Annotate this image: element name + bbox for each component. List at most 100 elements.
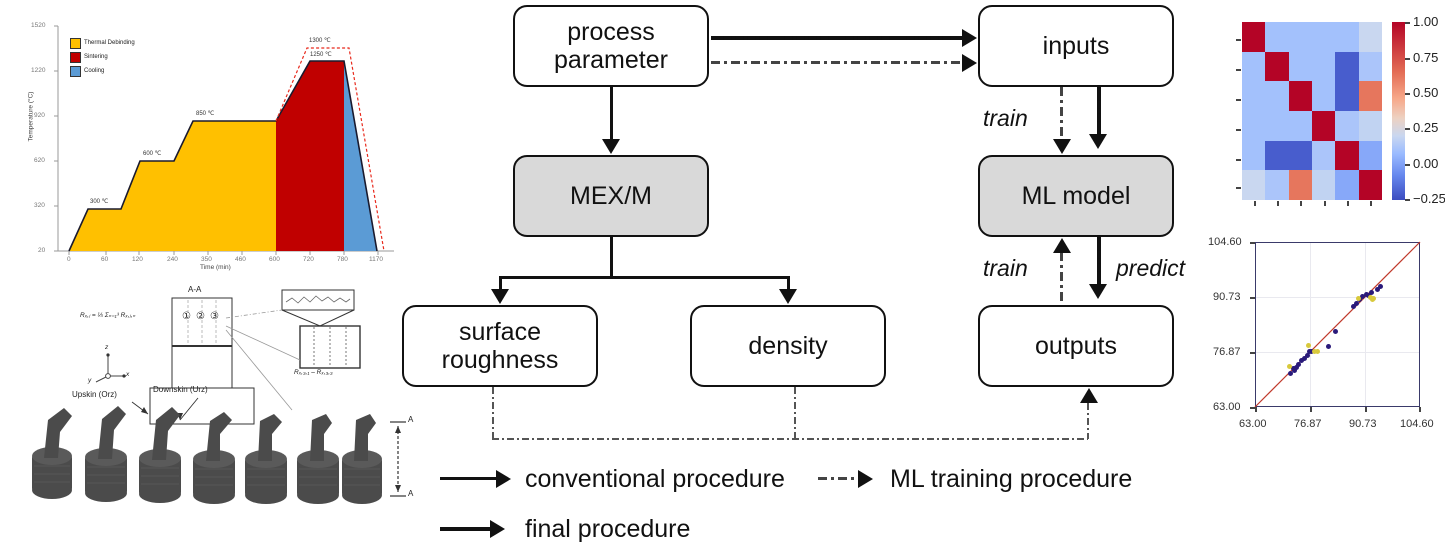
temp-annotation-1250: 1250 ℃ [310, 52, 332, 58]
roughness-formula: Rₓ,ⱼ = ⅓ Σₙ₌₁³ Rₓ,ⱼ,ₙ [80, 312, 136, 319]
heatmap-xtick-4 [1347, 201, 1349, 206]
box-inputs[interactable]: inputs [978, 5, 1174, 87]
box-mexm[interactable]: MEX/M [513, 155, 709, 237]
temp-ytick-1: 320 [34, 202, 45, 209]
temp-legend-swatch-cooling [70, 66, 81, 77]
scatter-point-series-navy-5 [1299, 358, 1305, 364]
heatmap-cell-1-2 [1288, 51, 1312, 82]
heatmap-cell-2-0 [1242, 81, 1266, 111]
scatter-point-series-navy-15 [1360, 293, 1366, 299]
scatter-xlabel-2: 90.73 [1349, 418, 1377, 430]
temp-ytick-4: 1220 [31, 67, 46, 74]
scatter-identity-line-svg [1254, 241, 1421, 408]
heatmap-cell-2-1 [1265, 81, 1289, 111]
heatmap-cell-5-2 [1288, 170, 1312, 200]
heatmap-cell-2-5 [1358, 81, 1382, 111]
procedure-legend: conventional procedure ML training proce… [430, 455, 1220, 550]
box-process-parameter-line1: process [567, 18, 655, 46]
heatmap-cell-2-3 [1312, 81, 1336, 111]
colorbar-label-4: 0.00 [1413, 156, 1439, 171]
temp-xtick-5: 460 [235, 256, 246, 263]
temp-legend-swatch-sintering [70, 52, 81, 63]
circle-marker-3: ③ [210, 311, 219, 322]
legend-line-ml-training [818, 477, 860, 480]
heatmap-cell-3-4 [1335, 110, 1359, 141]
edge-outputs-to-ml-dashdot [1060, 252, 1063, 305]
edge-bottom-bus [492, 438, 1088, 440]
temperature-chart-svg [54, 25, 394, 255]
heatmap-cell-0-3 [1312, 22, 1336, 52]
section-label-aa: A-A [188, 285, 202, 294]
box-surface-roughness-line2: roughness [441, 346, 559, 374]
edge-density-down [794, 387, 796, 439]
heatmap-ytick-1 [1236, 69, 1241, 71]
box-surface-roughness[interactable]: surface roughness [402, 305, 598, 387]
scatter-point-series-navy-4 [1296, 362, 1302, 368]
scatter-point-series-navy-0 [1287, 371, 1293, 377]
heatmap-ytick-4 [1236, 159, 1241, 161]
scatter-gridline-v2 [1365, 243, 1366, 406]
edge-roughness-down [492, 387, 494, 439]
colorbar-gradient [1392, 22, 1405, 200]
legend-label-ml-training: ML training procedure [890, 465, 1133, 493]
edge-split-to-density [787, 276, 790, 289]
temp-ytick-2: 620 [34, 157, 45, 164]
detail-label-rz: Rₓ,₃,₁ – Rₓ,₃,₃ [294, 369, 333, 376]
temp-legend-label-debinding: Thermal Debinding [84, 40, 135, 46]
colorbar-tick-1 [1405, 58, 1410, 60]
scatter-points-layer [1200, 228, 1445, 453]
box-mexm-label: MEX/M [570, 182, 652, 210]
edge-process-to-inputs-dashdot [711, 61, 963, 64]
legend-label-final: final procedure [525, 515, 691, 543]
box-process-parameter[interactable]: process parameter [513, 5, 709, 87]
axis-label-x: x [126, 371, 130, 378]
section-mark-a-bottom: A [408, 489, 414, 498]
scatter-point-series-yellow-1 [1306, 343, 1312, 349]
temp-xtick-0: 0 [67, 256, 71, 263]
heatmap-xtick-3 [1324, 201, 1326, 206]
edge-bus-to-outputs [1087, 403, 1089, 439]
heatmap-cell-5-3 [1312, 170, 1336, 200]
legend-arrow-final [490, 520, 505, 538]
box-density[interactable]: density [690, 305, 886, 387]
box-ml-model[interactable]: ML model [978, 155, 1174, 237]
heatmap-cell-4-4 [1335, 140, 1359, 171]
edge-label-train-upper: train [983, 105, 1028, 131]
heatmap-colorbar [1392, 22, 1405, 200]
scatter-ylabel-0: 63.00 [1213, 401, 1241, 413]
edge-label-predict: predict [1116, 255, 1186, 281]
scatter-point-series-navy-12 [1350, 304, 1356, 310]
temp-annotation-600: 600 ℃ [143, 151, 162, 157]
scatter-ylabel-1: 76.87 [1213, 346, 1241, 358]
arrow-process-to-mexm [602, 139, 620, 154]
temp-ytick-0: 20 [38, 247, 46, 254]
heatmap-cell-1-1 [1265, 51, 1289, 82]
arrow-split-to-density [779, 289, 797, 304]
scatter-point-series-navy-9 [1308, 348, 1314, 354]
colorbar-label-3: 0.25 [1413, 120, 1439, 135]
scatter-gridline-v1 [1310, 243, 1311, 406]
parity-scatter-plot: 63.00 76.87 90.73 104.60 63.00 76.87 90.… [1200, 228, 1445, 453]
heatmap-xtick-0 [1254, 201, 1256, 206]
edge-process-to-mexm [610, 87, 613, 139]
scatter-point-series-navy-18 [1369, 290, 1375, 296]
scatter-point-series-yellow-3 [1315, 349, 1321, 355]
arrow-inputs-to-ml-dashdot [1053, 139, 1071, 154]
scatter-gridline-h2 [1256, 297, 1419, 298]
heatmap-cell-0-5 [1358, 22, 1382, 52]
heatmap-ytick-0 [1236, 39, 1241, 41]
temp-legend-label-sintering: Sintering [84, 54, 108, 60]
circle-marker-1: ① [182, 311, 191, 322]
temp-xtick-2: 120 [132, 256, 143, 263]
heatmap-xtick-2 [1300, 201, 1302, 206]
heatmap-cell-1-3 [1312, 51, 1336, 82]
scatter-point-series-navy-20 [1377, 284, 1383, 290]
arrow-process-to-inputs-dashdot [962, 54, 977, 72]
temp-xtick-1: 60 [101, 256, 109, 263]
colorbar-tick-5 [1405, 199, 1410, 201]
temp-ytick-5: 1520 [31, 22, 46, 29]
edge-label-train-lower: train [983, 255, 1028, 281]
box-outputs[interactable]: outputs [978, 305, 1174, 387]
scatter-point-series-navy-19 [1374, 286, 1380, 292]
scatter-xtick-3 [1419, 407, 1421, 412]
